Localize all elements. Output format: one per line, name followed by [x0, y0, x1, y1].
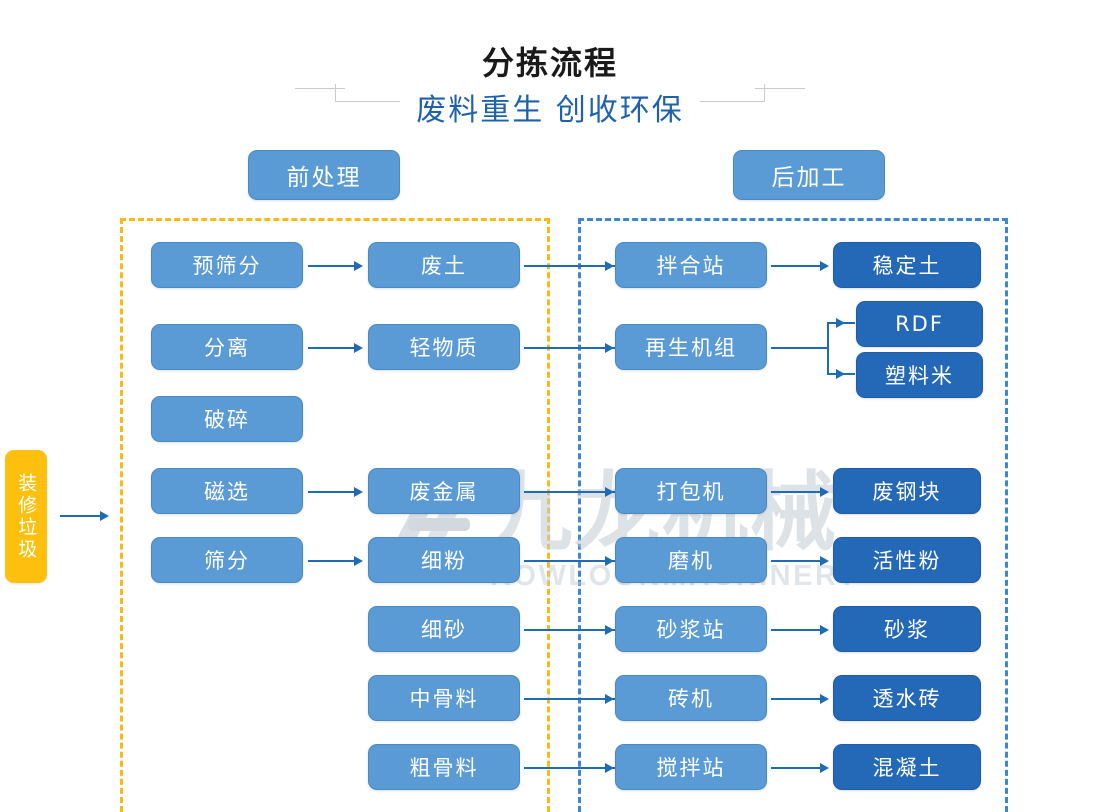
node-waste-soil[interactable]: 废土: [368, 242, 520, 288]
arrowhead-r6c: [820, 625, 829, 635]
node-active-powder[interactable]: 活性粉: [833, 537, 981, 583]
arrowhead-r8c: [820, 763, 829, 773]
arrowhead-r6b: [605, 625, 614, 635]
post-process-group-boundary: [578, 218, 1008, 812]
arrowhead-input: [100, 511, 109, 521]
page-title-text: 分拣流程: [467, 44, 632, 82]
arrow-waste-metal-to-baler: [524, 491, 621, 493]
arrow-presort-to-waste-soil: [308, 265, 356, 267]
node-mortar[interactable]: 砂浆: [833, 606, 981, 652]
section-header-post-process[interactable]: 后加工: [733, 150, 885, 200]
arrow-fine-powder-to-grinder: [524, 560, 621, 562]
node-stabilized-soil[interactable]: 稳定土: [833, 242, 981, 288]
section-header-pre-process[interactable]: 前处理: [248, 150, 400, 200]
node-separate[interactable]: 分离: [151, 324, 303, 370]
arrowhead-plastic: [836, 369, 845, 379]
arrowhead-r5b: [605, 556, 614, 566]
node-brick-machine[interactable]: 砖机: [615, 675, 767, 721]
arrowhead-r8b: [605, 763, 614, 773]
node-fine-sand[interactable]: 细砂: [368, 606, 520, 652]
node-plastic-pellets[interactable]: 塑料米: [856, 352, 983, 398]
node-light-material[interactable]: 轻物质: [368, 324, 520, 370]
header-rule-left: [295, 88, 345, 89]
node-baler[interactable]: 打包机: [615, 468, 767, 514]
arrowhead-r5a: [354, 556, 363, 566]
arrow-sieve-to-fine-powder: [308, 560, 356, 562]
arrow-separate-to-light-material: [308, 347, 356, 349]
node-mixing-station[interactable]: 拌合站: [615, 242, 767, 288]
arrow-baler-to-scrap-steel: [771, 491, 823, 493]
input-node-construction-waste[interactable]: 装修垃圾: [5, 450, 47, 583]
arrow-recycling-stem: [771, 347, 829, 349]
arrow-grinder-to-active-powder: [771, 560, 823, 562]
arrowhead-r2b: [605, 343, 614, 353]
node-medium-aggregate[interactable]: 中骨料: [368, 675, 520, 721]
arrow-magnetic-to-waste-metal: [308, 491, 356, 493]
arrow-mixing-to-stabilized-soil: [771, 265, 823, 267]
arrow-light-material-to-recycling: [524, 347, 621, 349]
node-presort[interactable]: 预筛分: [151, 242, 303, 288]
arrow-recycling-branch-vertical: [827, 322, 829, 374]
node-concrete[interactable]: 混凝土: [833, 744, 981, 790]
arrowhead-r1b: [605, 261, 614, 271]
arrow-coarse-aggregate-to-concrete-station: [524, 767, 621, 769]
node-grinder[interactable]: 磨机: [615, 537, 767, 583]
arrowhead-r1a: [354, 261, 363, 271]
page-title: 分拣流程: [0, 38, 1100, 84]
node-mortar-station[interactable]: 砂浆站: [615, 606, 767, 652]
node-permeable-brick[interactable]: 透水砖: [833, 675, 981, 721]
arrowhead-rdf: [836, 318, 845, 328]
node-recycling-unit[interactable]: 再生机组: [615, 324, 767, 370]
page-subtitle: 废料重生 创收环保: [0, 85, 1100, 129]
arrow-mortar-station-to-mortar: [771, 629, 823, 631]
node-fine-powder[interactable]: 细粉: [368, 537, 520, 583]
header-rule-right: [755, 88, 805, 89]
arrow-fine-sand-to-mortar-station: [524, 629, 621, 631]
node-waste-metal[interactable]: 废金属: [368, 468, 520, 514]
arrow-medium-aggregate-to-brick-machine: [524, 698, 621, 700]
arrow-concrete-station-to-concrete: [771, 767, 823, 769]
arrowhead-r4a: [354, 487, 363, 497]
arrowhead-r5c: [820, 556, 829, 566]
arrowhead-r1c: [820, 261, 829, 271]
node-concrete-station[interactable]: 搅拌站: [615, 744, 767, 790]
arrowhead-r7c: [820, 694, 829, 704]
arrowhead-r4b: [605, 487, 614, 497]
arrowhead-r2a: [354, 343, 363, 353]
arrowhead-r4c: [820, 487, 829, 497]
arrow-brick-machine-to-permeable-brick: [771, 698, 823, 700]
node-scrap-steel[interactable]: 废钢块: [833, 468, 981, 514]
arrowhead-r7b: [605, 694, 614, 704]
node-rdf[interactable]: RDF: [856, 301, 983, 347]
node-crush[interactable]: 破碎: [151, 396, 303, 442]
page-header: 分拣流程 废料重生 创收环保: [0, 0, 1100, 140]
node-sieve[interactable]: 筛分: [151, 537, 303, 583]
input-node-label: 装修垃圾: [15, 472, 38, 561]
arrow-input-to-presort: [60, 515, 102, 517]
page-subtitle-text: 废料重生 创收环保: [400, 93, 700, 128]
arrow-waste-soil-to-mixing: [524, 265, 621, 267]
node-coarse-aggregate[interactable]: 粗骨料: [368, 744, 520, 790]
pre-process-group-boundary: [120, 218, 550, 812]
node-magnetic[interactable]: 磁选: [151, 468, 303, 514]
